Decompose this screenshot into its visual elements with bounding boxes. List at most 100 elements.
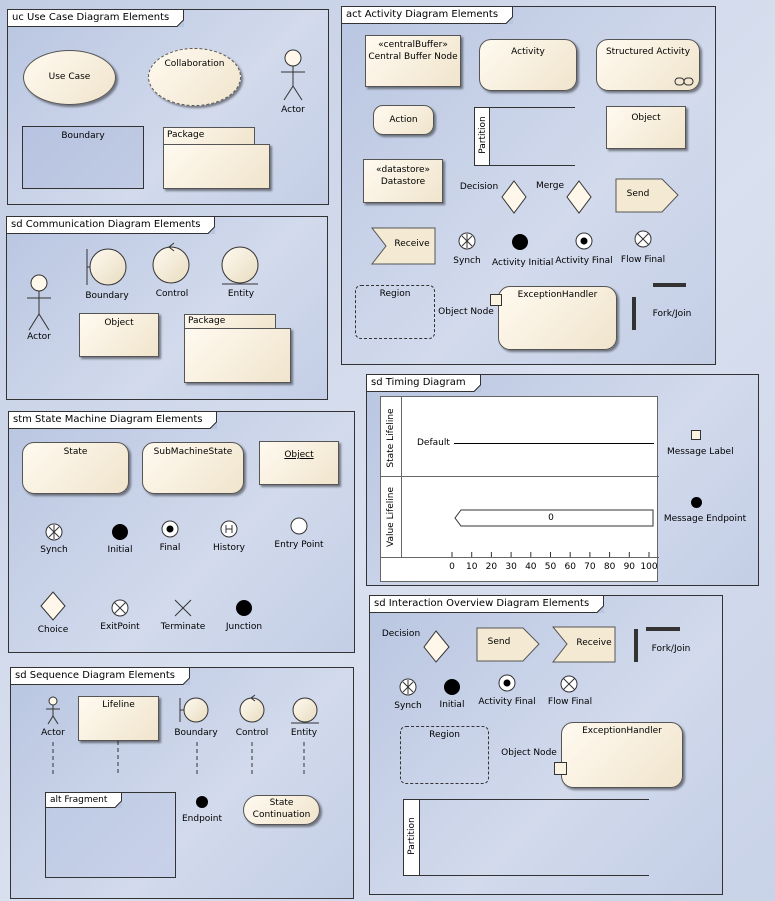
package-body[interactable]	[184, 328, 291, 383]
synch-label: Synch	[40, 545, 68, 555]
frame-tab: sd Interaction Overview Diagram Elements	[370, 596, 605, 613]
axis-tick-label: 60	[564, 562, 576, 572]
state-continuation-line1: State	[269, 798, 294, 808]
receive-icon	[551, 626, 616, 663]
flow-final-label: Flow Final	[547, 697, 593, 707]
control-icon[interactable]	[7, 217, 327, 399]
submachine-label: SubMachineState	[153, 447, 233, 457]
axis-tick-label: 30	[505, 562, 517, 572]
partition-header: Partition	[474, 108, 490, 165]
use-case-frame: uc Use Case Diagram Elements Use Case Co…	[7, 9, 329, 205]
structured-activity-icon	[674, 77, 694, 86]
activity-initial-icon	[512, 234, 528, 250]
choice-label: Choice	[37, 625, 69, 635]
fragment-tab: alt Fragment	[46, 793, 123, 808]
activity-box[interactable]: Activity	[479, 39, 577, 91]
datastore-box[interactable]: «datastore» Datastore	[363, 159, 443, 203]
action-box[interactable]: Action	[373, 105, 434, 135]
region-box[interactable]: Region	[355, 285, 435, 339]
axis-tick-label: 50	[545, 562, 557, 572]
state-box[interactable]: State	[22, 442, 129, 494]
boundary-label: Boundary	[61, 131, 105, 141]
send-label: Send	[626, 189, 650, 199]
lifeline-box[interactable]: Lifeline	[78, 696, 159, 741]
boundary-box[interactable]: Boundary	[22, 126, 144, 189]
object-node-pin[interactable]	[554, 762, 567, 775]
message-label-label: Message Label	[667, 447, 734, 457]
submachine-state-box[interactable]: SubMachineState	[142, 442, 244, 494]
alt-fragment-box[interactable]: alt Fragment	[45, 792, 176, 878]
boundary-icon[interactable]	[7, 217, 327, 399]
package-body[interactable]	[163, 144, 270, 189]
partition-header: Partition	[403, 800, 420, 875]
object-label: Object	[104, 318, 134, 328]
actor-icon[interactable]	[7, 217, 327, 399]
object-box[interactable]: Object	[79, 313, 159, 357]
object-box[interactable]: Object	[606, 106, 686, 149]
send-label: Send	[487, 637, 511, 647]
region-box[interactable]: Region	[400, 726, 489, 784]
exception-label: ExceptionHandler	[582, 726, 662, 736]
axis-tick-label: 10	[466, 562, 478, 572]
value-line	[454, 509, 654, 527]
collaboration-ellipse[interactable]: Collaboration	[148, 48, 241, 106]
partition-box[interactable]: Partition	[474, 107, 575, 166]
fork-join-label: Fork/Join	[652, 309, 692, 319]
package-tab: Package	[163, 127, 255, 145]
cb-name: Central Buffer Node	[368, 52, 458, 62]
frame-tab: act Activity Diagram Elements	[342, 7, 514, 24]
axis-tick-label: 70	[584, 562, 596, 572]
exception-handler-box[interactable]: ExceptionHandler	[561, 722, 683, 788]
activity-final-label: Activity Final	[555, 256, 613, 266]
control-label: Control	[235, 728, 269, 738]
actor-label: Actor	[41, 728, 65, 738]
entity-icon[interactable]	[7, 217, 327, 399]
structured-activity-box[interactable]: Structured Activity	[596, 39, 700, 91]
interaction-symbols	[399, 626, 680, 696]
boundary-label: Boundary	[85, 291, 129, 301]
junction-icon	[236, 600, 252, 616]
state-continuation[interactable]: State Continuation	[243, 795, 320, 825]
activity-frame: act Activity Diagram Elements «centralBu…	[341, 6, 716, 365]
exception-label: ExceptionHandler	[517, 290, 598, 300]
use-case-label: Use Case	[48, 72, 91, 82]
boundary-icon	[179, 697, 209, 723]
exception-handler-box[interactable]: ExceptionHandler	[498, 286, 617, 350]
package-tab: Package	[184, 314, 276, 329]
state-symbols	[40, 517, 308, 621]
decision-label: Decision	[381, 629, 421, 639]
partition-box[interactable]: Partition	[403, 799, 649, 876]
timing-frame: sd Timing Diagram State Lifeline Value L…	[366, 374, 759, 586]
ds-stereotype: «datastore»	[375, 165, 431, 175]
actor-label: Actor	[27, 332, 51, 342]
frame-tab: sd Communication Diagram Elements	[7, 217, 216, 234]
central-buffer-node[interactable]: «centralBuffer» Central Buffer Node	[365, 35, 461, 87]
activity-final-icon	[498, 674, 516, 692]
lifeline-divider	[401, 397, 402, 557]
initial-label: Initial	[107, 545, 133, 555]
axis-tick-label: 40	[525, 562, 537, 572]
message-endpoint-label: Message Endpoint	[663, 514, 747, 524]
message-endpoint-icon[interactable]	[691, 497, 702, 508]
actor-icon[interactable]	[8, 10, 328, 204]
receive-label: Receive	[394, 239, 430, 249]
timing-chart: State Lifeline Value Lifeline Default 0 …	[380, 396, 659, 582]
receive-icon	[370, 227, 436, 265]
use-case-ellipse[interactable]: Use Case	[23, 50, 116, 105]
object-box[interactable]: Object	[259, 441, 339, 485]
merge-icon	[566, 180, 592, 214]
decision-icon	[423, 630, 450, 663]
junction-label: Junction	[225, 622, 263, 632]
activity-symbols	[370, 77, 694, 330]
object-node-label: Object Node	[438, 307, 494, 317]
synch-icon	[458, 232, 476, 250]
terminate-label: Terminate	[160, 622, 206, 632]
ds-name: Datastore	[380, 177, 426, 187]
control-label: Control	[155, 289, 189, 299]
initial-icon	[112, 524, 128, 540]
row-divider	[381, 476, 659, 477]
object-node-pin[interactable]	[490, 294, 502, 306]
fork-join-icon	[634, 627, 680, 662]
message-label-icon[interactable]	[691, 430, 701, 440]
frame-tab: uc Use Case Diagram Elements	[8, 10, 185, 27]
